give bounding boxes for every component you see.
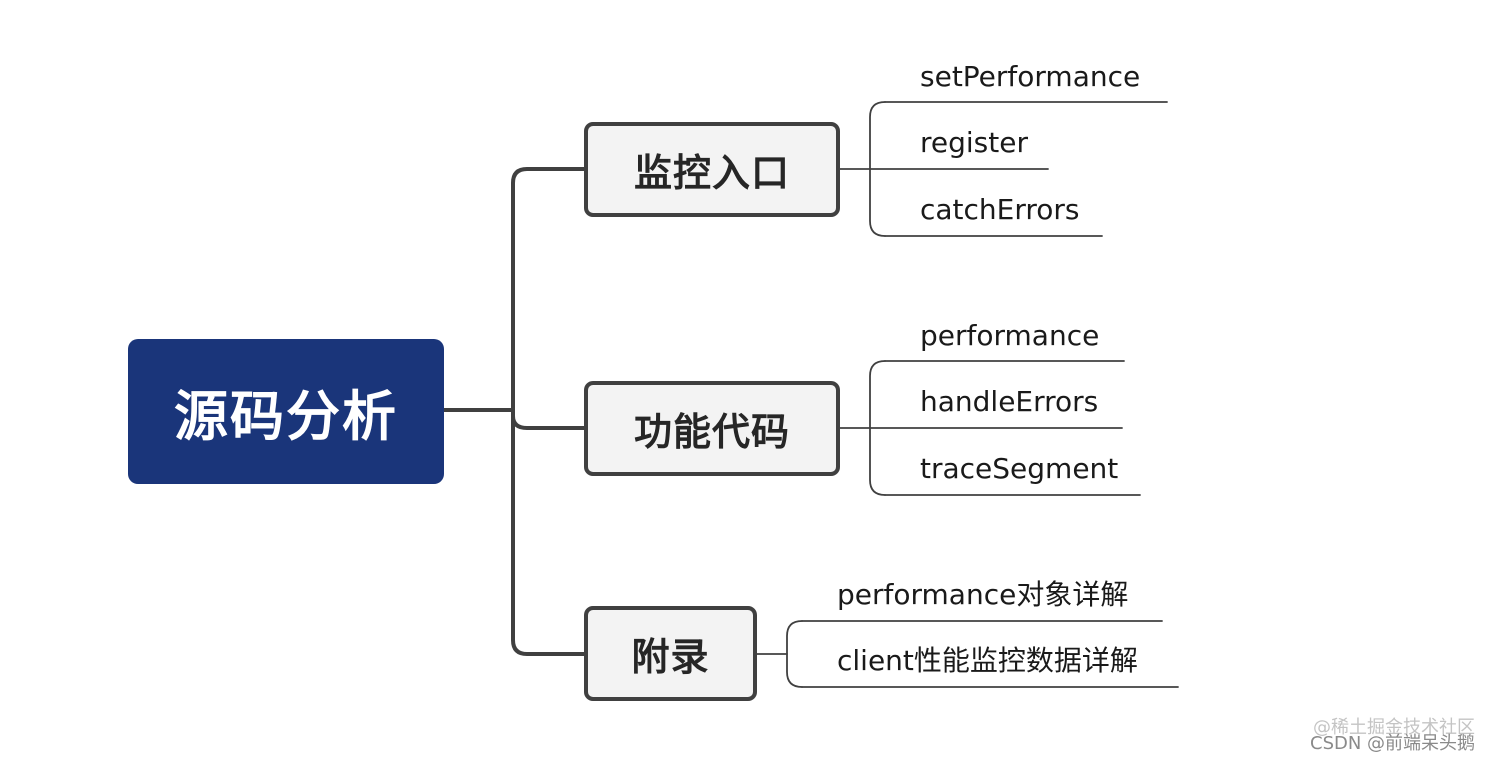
juejin-watermark: @稀土掘金技术社区 [1313, 717, 1475, 738]
branch-node-label: 功能代码 [633, 410, 790, 454]
branch-node-appendix: 附录 [584, 606, 757, 701]
trunk-connector-bottom [511, 408, 586, 656]
leaf-node: catchErrors [920, 193, 1080, 226]
leaf-node: traceSegment [920, 452, 1119, 485]
leaf-node: performance对象详解 [837, 578, 1129, 611]
branch-node-label: 附录 [631, 635, 710, 679]
trunk-connector-middle [511, 408, 586, 430]
leaf-node: performance [920, 319, 1100, 352]
branch-node-monitor-entry: 监控入口 [584, 122, 840, 217]
leaf-node: handleErrors [920, 385, 1099, 418]
root-node-label: 源码分析 [174, 385, 398, 448]
branch-node-feature-code: 功能代码 [584, 381, 840, 476]
branch3-bracket [786, 620, 803, 688]
csdn-watermark: CSDN @前端呆头鹅 [1310, 733, 1476, 754]
leaf-node: client性能监控数据详解 [837, 644, 1138, 677]
leaf-node: setPerformance [920, 60, 1141, 93]
leaf-node: register [920, 126, 1028, 159]
branch-node-label: 监控入口 [633, 151, 790, 195]
root-node: 源码分析 [128, 339, 444, 484]
trunk-connector-top [511, 167, 586, 412]
